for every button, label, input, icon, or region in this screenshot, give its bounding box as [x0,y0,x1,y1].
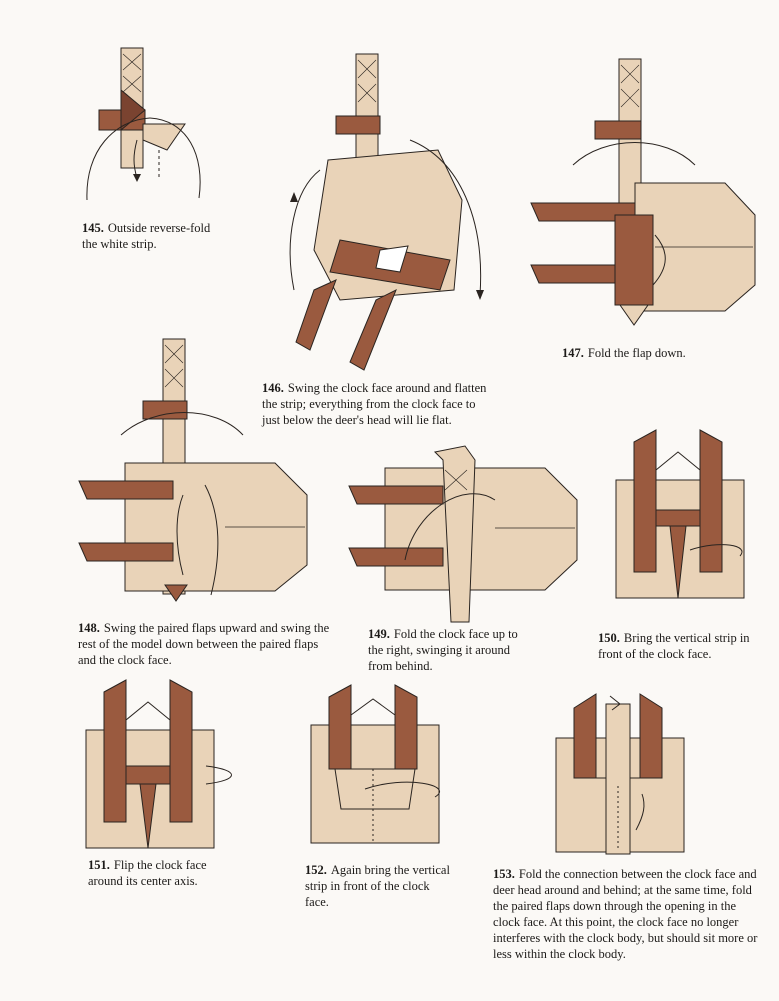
diagram-step-147 [530,58,756,326]
step-text: Fold the connection between the clock fa… [493,867,758,961]
step-number: 151. [88,858,110,872]
step-152-caption: 152.Again bring the vertical strip in fr… [305,862,455,910]
step-153-caption: 153.Fold the connection between the cloc… [493,866,758,962]
diagram-step-150 [615,429,745,599]
step-text: Flip the clock face around its center ax… [88,858,207,888]
diagram-step-151 [85,679,232,849]
step-text: Fold the clock face up to the right, swi… [368,627,518,673]
step-text: Again bring the vertical strip in front … [305,863,450,909]
step-number: 147. [562,346,584,360]
diagram-step-153 [555,693,685,855]
step-149-caption: 149.Fold the clock face up to the right,… [368,626,518,674]
step-text: Outside reverse-fold the white strip. [82,221,211,251]
step-number: 145. [82,221,104,235]
step-text: Bring the vertical strip in front of the… [598,631,750,661]
step-number: 149. [368,627,390,641]
step-150-caption: 150.Bring the vertical strip in front of… [598,630,758,662]
step-number: 150. [598,631,620,645]
diagram-step-148 [78,338,308,602]
diagram-step-145 [86,47,201,201]
diagram-step-152 [310,684,440,844]
step-text: Fold the flap down. [587,346,686,360]
diagram-step-146 [289,53,484,371]
step-151-caption: 151.Flip the clock face around its cente… [88,857,228,889]
step-number: 152. [305,863,327,877]
diagram-step-149 [348,445,578,623]
step-number: 148. [78,621,100,635]
step-text: Swing the paired flaps upward and swing … [78,621,330,667]
step-148-caption: 148.Swing the paired flaps upward and sw… [78,620,333,668]
step-number: 153. [493,867,515,881]
step-145-caption: 145.Outside reverse-fold the white strip… [82,220,222,252]
step-146-caption: 146.Swing the clock face around and flat… [262,380,487,428]
step-number: 146. [262,381,284,395]
step-147-caption: 147.Fold the flap down. [562,345,742,361]
step-text: Swing the clock face around and flatten … [262,381,487,427]
